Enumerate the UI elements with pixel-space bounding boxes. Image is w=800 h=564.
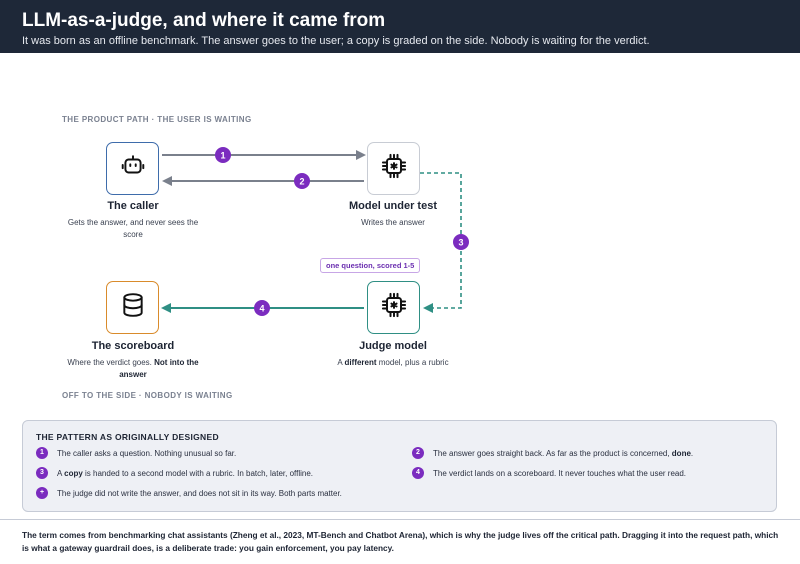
step-badge: +	[36, 487, 48, 499]
step-text: The answer goes straight back. As far as…	[433, 448, 694, 458]
footer-note: The term comes from benchmarking chat as…	[22, 530, 779, 553]
scoreboard-title: The scoreboard	[91, 340, 175, 352]
caller-subtitle: Gets the answer, and never sees the scor…	[67, 218, 199, 239]
edge-1-badge: 1	[215, 147, 231, 163]
step-badge: 2	[412, 447, 424, 459]
product-path-caption: THE PRODUCT PATH · THE USER IS WAITING	[62, 115, 252, 124]
edge-3-badge: 3	[453, 234, 469, 250]
chip-icon	[380, 152, 408, 185]
edge-4-badge: 4	[254, 300, 270, 316]
database-icon	[120, 292, 146, 323]
judge-tag: one question, scored 1-5	[320, 258, 421, 273]
pattern-panel: THE PATTERN AS ORIGINALLY DESIGNED 1 The…	[22, 420, 777, 512]
edge-3-label: 3	[458, 238, 463, 248]
pattern-step-1: 1 The caller asks a question. Nothing un…	[36, 447, 236, 459]
step-badge: 4	[412, 467, 424, 479]
step-text: The caller asks a question. Nothing unus…	[57, 448, 237, 458]
caller-node[interactable]	[106, 142, 159, 195]
step-text: The verdict lands on a scoreboard. It ne…	[433, 468, 687, 478]
edge-2-badge: 2	[294, 173, 310, 189]
judge-node[interactable]	[367, 281, 420, 334]
model-under-test-title: Model under test	[348, 200, 437, 212]
page-subtitle: It was born as an offline benchmark. The…	[22, 35, 650, 47]
edge-2-label: 2	[299, 177, 304, 187]
judge-title: Judge model	[359, 340, 427, 352]
pattern-step-plus: + The judge did not write the answer, an…	[36, 487, 342, 499]
model-under-test-node[interactable]	[367, 142, 420, 195]
edge-4-label: 4	[259, 304, 264, 314]
chip-icon	[380, 291, 408, 324]
step-text: A copy is handed to a second model with …	[57, 468, 314, 478]
pattern-step-4: 4 The verdict lands on a scoreboard. It …	[412, 467, 686, 479]
pattern-title: THE PATTERN AS ORIGINALLY DESIGNED	[36, 432, 219, 442]
flow-edges: 1 2 3 4	[161, 147, 469, 316]
scoreboard-node[interactable]	[106, 281, 159, 334]
step-badge: 1	[36, 447, 48, 459]
step-badge: 3	[36, 467, 48, 479]
caller-title: The caller	[107, 200, 159, 212]
pattern-step-2: 2 The answer goes straight back. As far …	[412, 447, 693, 459]
footer-divider	[0, 519, 800, 520]
pattern-step-3: 3 A copy is handed to a second model wit…	[36, 467, 313, 479]
page-header: LLM-as-a-judge, and where it came from I…	[0, 0, 800, 53]
model-under-test-subtitle: Writes the answer	[361, 218, 425, 227]
side-caption: OFF TO THE SIDE · NOBODY IS WAITING	[62, 391, 233, 400]
scoreboard-subtitle: Where the verdict goes. Not into the ans…	[67, 358, 199, 379]
step-text: The judge did not write the answer, and …	[57, 488, 342, 498]
edge-1-label: 1	[220, 151, 225, 161]
robot-icon	[120, 153, 146, 184]
page-title: LLM-as-a-judge, and where it came from	[22, 10, 386, 31]
judge-subtitle: A different model, plus a rubric	[337, 358, 449, 367]
